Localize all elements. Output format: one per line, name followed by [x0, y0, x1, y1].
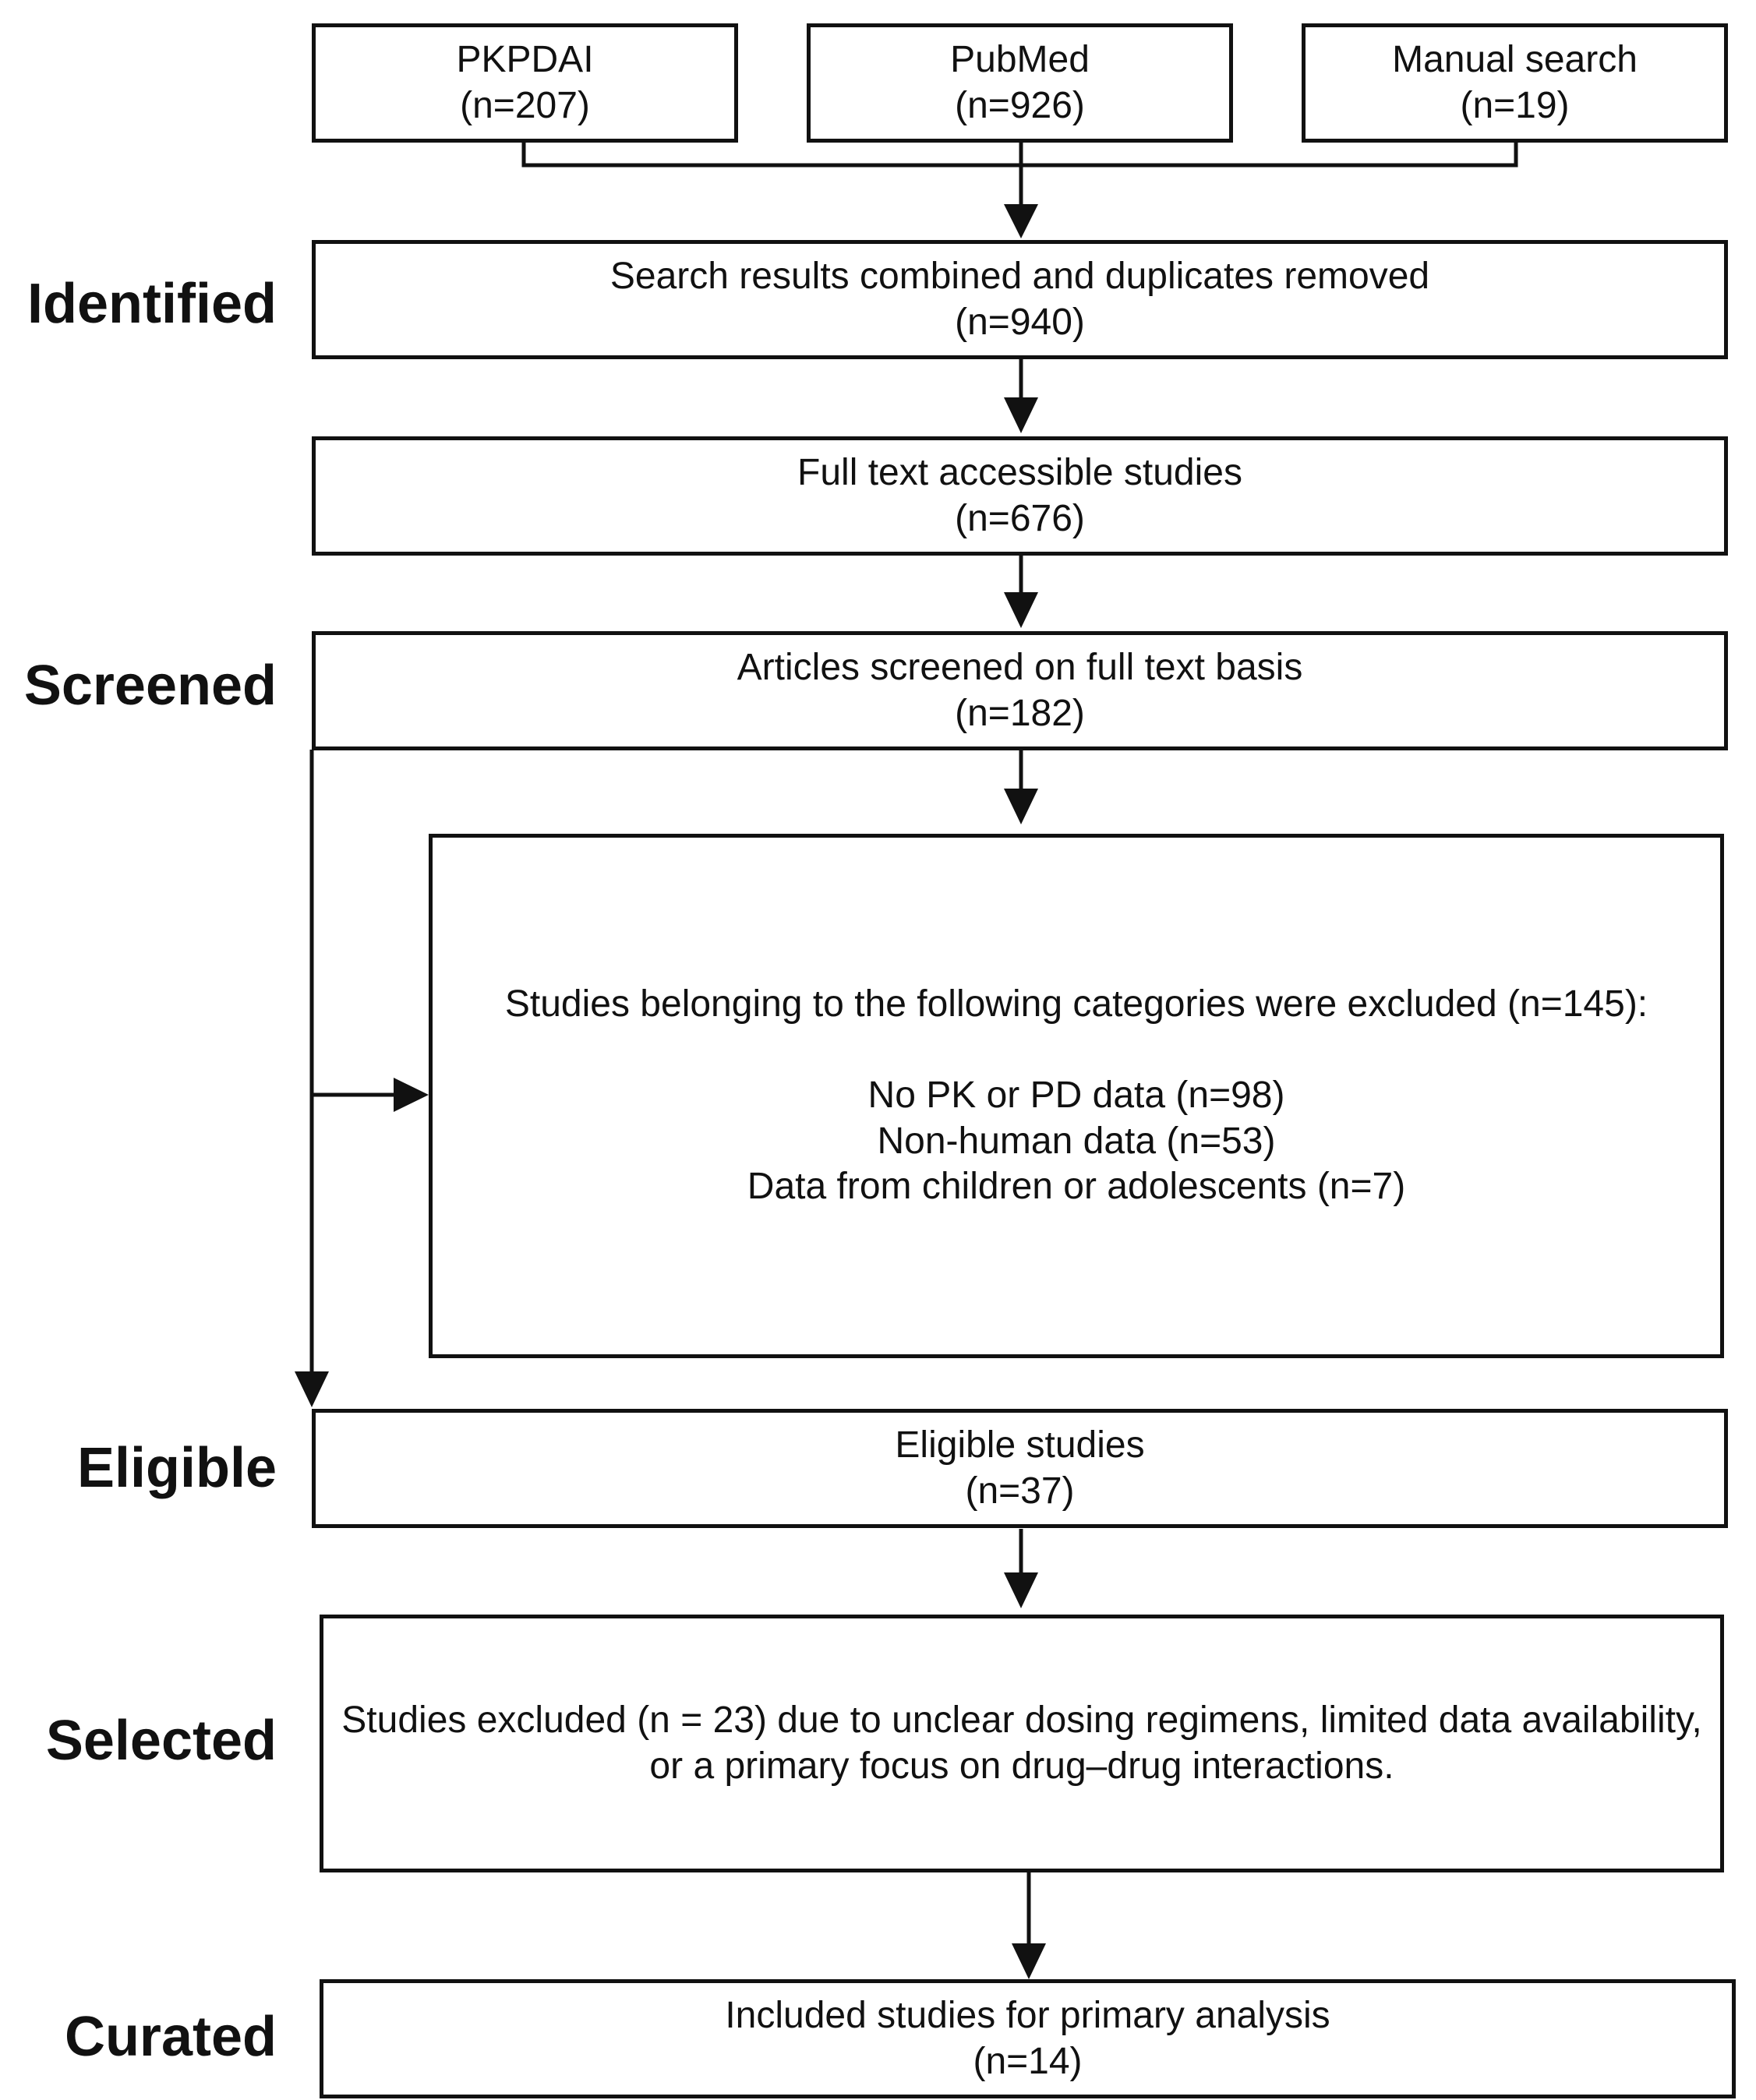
excluded-reason: Non-human data (n=53) [877, 1120, 1276, 1162]
source-box-manual-search: Manual search (n=19) [1302, 23, 1728, 143]
arrow-to-excluded [1004, 750, 1038, 824]
arrow-to-selected-excluded [1004, 1529, 1038, 1608]
screened-box: Articles screened on full text basis (n=… [312, 631, 1728, 750]
stage-label-screened: Screened [23, 655, 277, 717]
screened-text: Articles screened on full text basis [737, 646, 1303, 688]
stage-label-selected: Selected [45, 1710, 277, 1772]
excluded-box: Studies belonging to the following categ… [429, 834, 1724, 1358]
fulltext-count: (n=676) [955, 497, 1085, 539]
arrow-to-screened [1004, 555, 1038, 628]
eligible-box: Eligible studies (n=37) [312, 1409, 1728, 1528]
excluded-header: Studies belonging to the following categ… [504, 983, 1648, 1025]
source-count: (n=926) [955, 84, 1085, 126]
included-count: (n=14) [973, 2040, 1083, 2082]
source-count: (n=19) [1460, 84, 1570, 126]
arrow-to-fulltext [1004, 358, 1038, 433]
selected-excluded-line: Studies excluded (n = 23) due to unclear… [341, 1699, 1702, 1741]
arrow-into-excluded [312, 1078, 429, 1112]
eligible-count: (n=37) [965, 1470, 1075, 1512]
combined-text: Search results combined and duplicates r… [609, 255, 1430, 297]
selected-excluded-box: Studies excluded (n = 23) due to unclear… [320, 1615, 1724, 1872]
combined-box: Search results combined and duplicates r… [312, 240, 1728, 359]
fulltext-text: Full text accessible studies [797, 451, 1242, 493]
included-text: Included studies for primary analysis [725, 1994, 1330, 2036]
source-name: PubMed [950, 38, 1090, 80]
arrow-to-included [1012, 1872, 1046, 1979]
stage-label-identified: Identified [27, 273, 277, 335]
stage-label-curated: Curated [64, 2006, 277, 2068]
selected-excluded-line: or a primary focus on drug–drug interact… [649, 1745, 1394, 1787]
source-name: Manual search [1392, 38, 1638, 80]
stage-label-eligible: Eligible [76, 1437, 277, 1499]
excluded-reason: Data from children or adolescents (n=7) [747, 1166, 1406, 1208]
arrow-to-eligible-head [295, 1371, 329, 1407]
screened-count: (n=182) [955, 692, 1085, 734]
excluded-reason: No PK or PD data (n=98) [867, 1074, 1285, 1116]
source-box-pubmed: PubMed (n=926) [807, 23, 1233, 143]
arrow-to-combined [1004, 165, 1038, 238]
eligible-text: Eligible studies [895, 1424, 1145, 1466]
source-box-pkpdai: PKPDAI (n=207) [312, 23, 738, 143]
source-name: PKPDAI [456, 38, 594, 80]
fulltext-box: Full text accessible studies (n=676) [312, 436, 1728, 556]
combined-count: (n=940) [955, 301, 1085, 343]
included-box: Included studies for primary analysis (n… [320, 1979, 1736, 2098]
source-count: (n=207) [460, 84, 590, 126]
